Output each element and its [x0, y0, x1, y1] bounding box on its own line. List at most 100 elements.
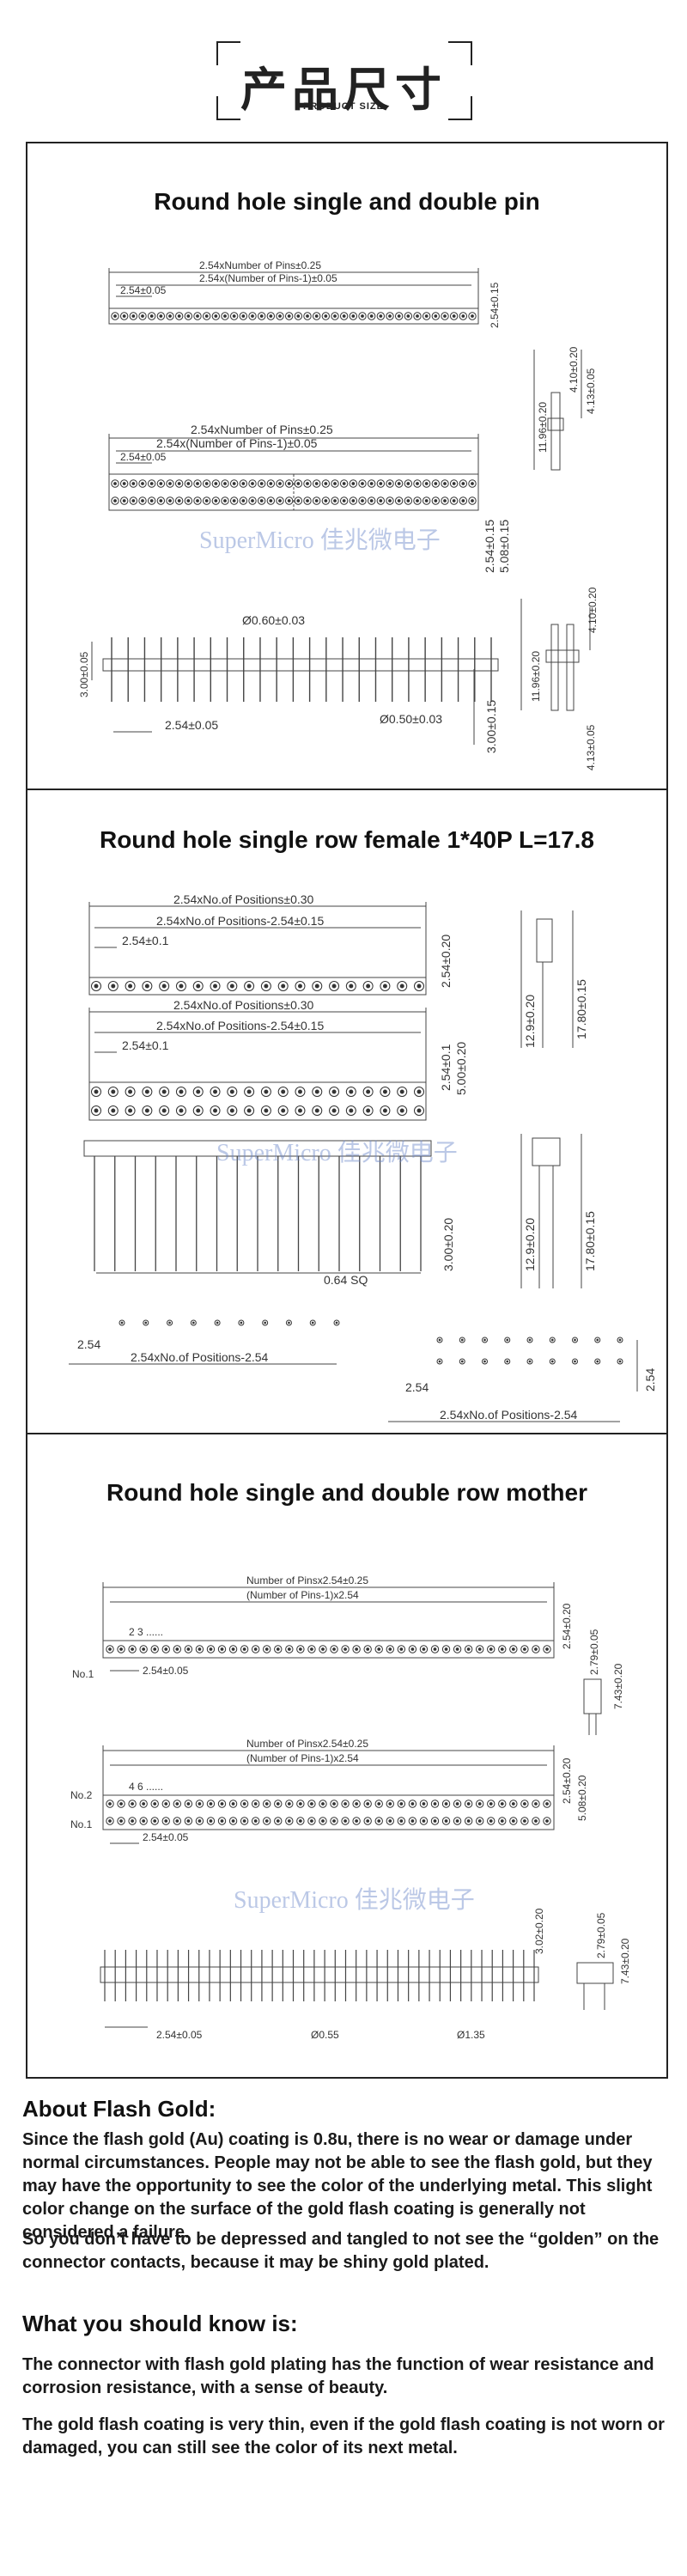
dim-label: 2.54x(Number of Pins-1)±0.05 — [156, 436, 318, 450]
hole-center — [422, 1819, 426, 1823]
hole — [244, 1087, 255, 1097]
hole — [138, 496, 147, 505]
hole-center — [466, 1647, 471, 1651]
dim-label: 4.13±0.05 — [585, 368, 597, 414]
hole — [414, 1105, 424, 1116]
know-paragraph-2: The gold flash coating is very thin, eve… — [22, 2415, 665, 2457]
hole — [307, 1645, 316, 1653]
hole — [380, 1105, 391, 1116]
hole — [238, 1319, 245, 1326]
hole-center — [142, 1802, 146, 1806]
dim-label: 2.54xNumber of Pins±0.25 — [191, 423, 333, 436]
hole-center — [483, 1360, 486, 1363]
hole — [119, 496, 129, 505]
hole — [142, 981, 153, 991]
hole — [441, 1817, 451, 1825]
hole-center — [142, 1647, 146, 1651]
hole-center — [444, 1647, 448, 1651]
hole-center — [168, 1321, 171, 1325]
hole — [329, 1105, 340, 1116]
hole-center — [175, 1647, 179, 1651]
dim-label: 12.9±0.20 — [523, 1218, 537, 1271]
hole — [195, 1800, 204, 1808]
hole — [397, 981, 408, 991]
hole-center — [213, 1108, 218, 1113]
hole — [345, 1087, 356, 1097]
hole-center — [534, 1802, 538, 1806]
hole — [339, 312, 349, 320]
hole-center — [141, 499, 144, 502]
hole — [352, 1800, 361, 1808]
hole-center — [332, 1647, 336, 1651]
hole-center — [416, 1089, 422, 1094]
hole-center — [351, 314, 356, 318]
hole-center — [196, 499, 199, 502]
hole-center — [324, 482, 328, 485]
hole-center — [196, 482, 199, 485]
hole-center — [231, 1802, 235, 1806]
page-subtitle: PRODUCT SIZE — [303, 101, 384, 112]
hole-center — [269, 314, 273, 318]
hole — [277, 1087, 289, 1097]
hole — [119, 1319, 125, 1326]
hole-center — [399, 1089, 404, 1094]
hole — [206, 1817, 216, 1825]
hole-center — [113, 482, 117, 485]
dim-label: 11.96±0.20 — [537, 402, 549, 453]
hole-center — [321, 1819, 325, 1823]
hole — [436, 1337, 443, 1343]
hole — [362, 1087, 374, 1097]
hole-center — [471, 482, 474, 485]
dim-label: 7.43±0.20 — [619, 1938, 631, 1984]
hole — [520, 1645, 529, 1653]
dim-label: 3.00±0.20 — [441, 1218, 455, 1271]
hole — [339, 496, 349, 505]
hole — [119, 479, 129, 488]
hole — [459, 1337, 465, 1343]
hole-center — [596, 1338, 599, 1342]
hole — [129, 496, 138, 505]
hole — [330, 1817, 338, 1825]
hole-center — [332, 1802, 336, 1806]
hole-center — [186, 1802, 191, 1806]
hole — [161, 1800, 170, 1808]
hole-center — [242, 1802, 246, 1806]
hole-center — [241, 482, 246, 485]
hole — [125, 1087, 136, 1097]
hole-center — [113, 314, 117, 318]
hole-center — [314, 499, 319, 502]
hole — [117, 1800, 125, 1808]
hole — [159, 1087, 170, 1097]
hole — [239, 312, 248, 320]
hole-center — [108, 1802, 112, 1806]
hole — [498, 1817, 507, 1825]
page-title: 产品尺寸 — [240, 63, 447, 117]
hole-center — [618, 1338, 622, 1342]
hole-center — [113, 499, 117, 502]
hole — [487, 1817, 495, 1825]
hole-center — [399, 1819, 404, 1823]
hole-center — [278, 499, 282, 502]
hole — [413, 496, 422, 505]
hole-center — [379, 482, 383, 485]
hole — [150, 1800, 159, 1808]
female-drawing: 2.54xNo.of Positions±0.30 2.54xNo.of Pos… — [69, 892, 657, 1422]
hole-center — [276, 1647, 280, 1651]
hole-center — [159, 314, 163, 318]
hole — [352, 1645, 361, 1653]
hole — [119, 312, 129, 320]
hole-center — [246, 1108, 252, 1113]
hole — [150, 1817, 159, 1825]
about-paragraph-1: Since the flash gold (Au) coating is 0.8… — [22, 2130, 653, 2242]
hole — [142, 1105, 153, 1116]
hole — [193, 479, 202, 488]
hole — [459, 312, 468, 320]
hole — [257, 479, 266, 488]
hole-center — [416, 984, 422, 989]
hole — [572, 1358, 578, 1365]
hole — [498, 1800, 507, 1808]
hole-center — [342, 314, 346, 318]
hole — [106, 1645, 114, 1653]
hole — [260, 1105, 271, 1116]
hole-center — [186, 499, 191, 502]
